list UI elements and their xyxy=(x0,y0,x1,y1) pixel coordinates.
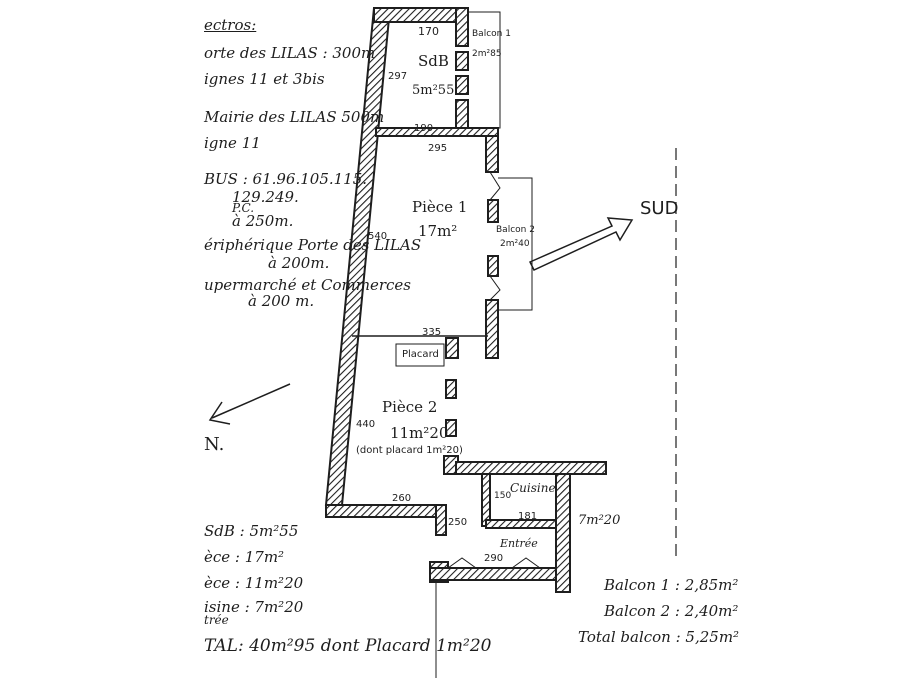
legend-line: igne 11 xyxy=(204,134,261,152)
south-arrow-icon xyxy=(528,217,634,271)
piece2-south-wall xyxy=(325,504,439,518)
sdb-name: SdB xyxy=(418,52,449,70)
dim-181: 181 xyxy=(518,511,538,522)
balcon-total: Total balcon : 5,25m² xyxy=(578,628,740,646)
summary-line: èce : 17m² xyxy=(204,548,285,566)
legend-line: Mairie des LILAS 500m xyxy=(204,108,385,126)
dim-150: 150 xyxy=(494,491,512,501)
balcon1-area: 2m²85 xyxy=(472,49,502,59)
entree-label: Entrée xyxy=(500,537,538,550)
piece2-area: 11m²20 xyxy=(390,424,449,442)
legend-periph: ériphérique Porte des LILAS xyxy=(204,236,422,254)
summary-line: SdB : 5m²55 xyxy=(204,522,299,540)
legend-supermarket: upermarché et Commerces xyxy=(204,276,412,294)
legend-title: ectros: xyxy=(204,16,257,34)
dim-335: 335 xyxy=(422,327,442,338)
piece1-east-wall xyxy=(485,135,499,173)
cuisine-east-wall xyxy=(555,473,571,593)
piece1-area: 17m² xyxy=(418,222,458,240)
balcon1-label: Balcon 1 xyxy=(472,29,511,39)
north-wall xyxy=(373,7,469,23)
legend-bus: à 250m. xyxy=(232,212,294,230)
dim-190: 190 xyxy=(414,123,434,134)
legend-periph: à 200m. xyxy=(268,254,330,272)
west-wall xyxy=(324,7,392,506)
dim-297: 297 xyxy=(388,71,408,82)
balcon2-area: 2m²40 xyxy=(500,239,530,249)
dim-170: 170 xyxy=(418,25,439,38)
legend-bus: 129.249. xyxy=(232,188,299,206)
piece1-name: Pièce 1 xyxy=(412,198,468,216)
piece2-east-wall xyxy=(445,379,457,399)
placard-label: Placard xyxy=(402,349,439,360)
placard-box xyxy=(395,343,445,367)
legend-line: orte des LILAS : 300m xyxy=(204,44,376,62)
piece2-partition xyxy=(445,337,459,359)
legend-bus: BUS : 61.96.105.115. xyxy=(204,170,368,188)
cuisine-label: Cuisine xyxy=(510,481,556,495)
balcon2-label: Balcon 2 xyxy=(496,225,535,235)
south-label: SUD xyxy=(640,198,679,219)
summary-line: trée xyxy=(204,613,229,627)
sdb-area: 5m²55 xyxy=(412,83,455,98)
dim-295: 295 xyxy=(428,143,448,154)
entree-south-wall xyxy=(429,567,557,581)
summary-total: TAL: 40m²95 dont Placard 1m²20 xyxy=(204,636,492,656)
dim-540: 540 xyxy=(368,231,388,242)
dim-250: 250 xyxy=(448,517,468,528)
balcon-summary: Balcon 2 : 2,40m² xyxy=(604,602,739,620)
balcon-2-outline xyxy=(498,177,533,311)
cuisine-area: 7m²20 xyxy=(578,513,621,528)
summary-line: isine : 7m²20 xyxy=(204,598,304,616)
piece2-name: Pièce 2 xyxy=(382,398,438,416)
sdb-partition xyxy=(375,127,499,137)
balcon-summary: Balcon 1 : 2,85m² xyxy=(604,576,739,594)
north-label: N. xyxy=(204,434,225,455)
sdb-east-wall xyxy=(455,7,469,47)
legend-bus: P.C. xyxy=(232,201,255,215)
cuisine-west-wall xyxy=(481,473,491,527)
summary-line: èce : 11m²20 xyxy=(204,574,304,592)
dim-290: 290 xyxy=(484,553,504,564)
legend-line: ignes 11 et 3bis xyxy=(204,70,325,88)
dim-440: 440 xyxy=(356,419,376,430)
legend-supermarket: à 200 m. xyxy=(248,292,315,310)
dim-260: 260 xyxy=(392,493,412,504)
piece2-note: (dont placard 1m²20) xyxy=(356,445,463,456)
kitchen-north-wall xyxy=(455,461,607,475)
north-arrow-icon xyxy=(208,401,231,425)
